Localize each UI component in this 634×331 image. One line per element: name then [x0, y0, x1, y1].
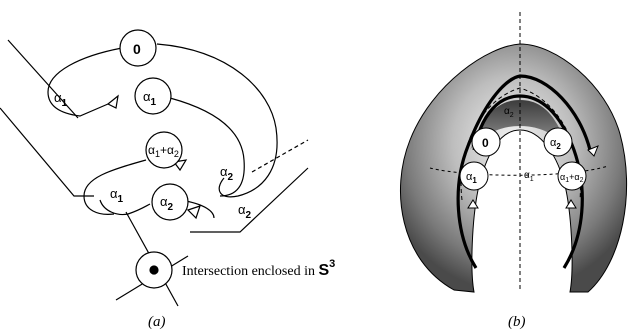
b-circle-alpha2	[543, 127, 573, 157]
b-label-alpha1-axis: α1	[524, 170, 534, 183]
torus-dashed-path	[460, 87, 581, 201]
arrow-head-1	[106, 94, 119, 109]
b-circle-alpha1-label: α1	[466, 171, 477, 185]
panel-a-text: 0 α1 α1+α2 α2 α1 α2 α1 α2 Intersection e…	[54, 41, 335, 330]
label-alpha1-low: α1	[110, 186, 124, 205]
torus-body	[400, 43, 628, 293]
panel-b	[400, 12, 628, 293]
arrow-head-3	[186, 205, 201, 220]
strand-left-lower	[0, 107, 94, 197]
torus-hole	[470, 100, 568, 150]
loop-to-intersection	[99, 199, 151, 216]
circle-alpha1-label: α1	[143, 89, 157, 108]
label-alpha1-left: α1	[54, 90, 68, 109]
strand-left-upper	[7, 39, 79, 119]
circle-0	[119, 29, 157, 67]
circle-0-label: 0	[133, 41, 141, 57]
b-circle-0-label: 0	[482, 136, 489, 150]
b-circle-alpha12	[557, 161, 587, 191]
caption-b: (b)	[508, 314, 526, 330]
torus-thick-path-left	[456, 74, 592, 269]
b-arrow-left	[467, 199, 479, 209]
strand-right-lower	[190, 167, 309, 233]
intersection-dot	[149, 265, 159, 275]
b-circle-alpha12-label: α1+α2	[560, 172, 584, 184]
label-alpha2-mid: α2	[220, 164, 234, 183]
intersection-caption: Intersection enclosed in S3	[182, 258, 335, 279]
horizontal-axis	[429, 165, 609, 176]
circle-alpha1-alpha2	[145, 131, 183, 169]
b-circle-alpha2-label: α2	[550, 137, 561, 151]
loop-top-left	[47, 47, 123, 117]
panel-a	[0, 29, 309, 307]
loop-outer-right	[156, 43, 278, 198]
label-alpha2-low: α2	[238, 202, 252, 221]
circle-alpha1	[134, 77, 172, 115]
strand-right-dashed	[251, 139, 309, 173]
b-circle-0	[471, 127, 501, 157]
loop-mid-left	[83, 159, 147, 215]
torus-thick-path-right	[472, 94, 584, 269]
circle-alpha2	[151, 183, 189, 221]
b-circle-alpha1	[459, 161, 489, 191]
panel-b-text: 0 α2 α1 α1+α2 α2 α1 (b)	[466, 106, 584, 330]
b-arrow-right	[565, 199, 577, 209]
circle-alpha12-label: α1+α2	[148, 143, 179, 159]
caption-a: (a)	[148, 314, 166, 330]
loop-mid-right	[169, 97, 245, 197]
b-arrow-top-right	[587, 145, 599, 157]
circle-alpha2-label: α2	[160, 194, 174, 213]
b-label-alpha2-axis: α2	[504, 106, 514, 119]
